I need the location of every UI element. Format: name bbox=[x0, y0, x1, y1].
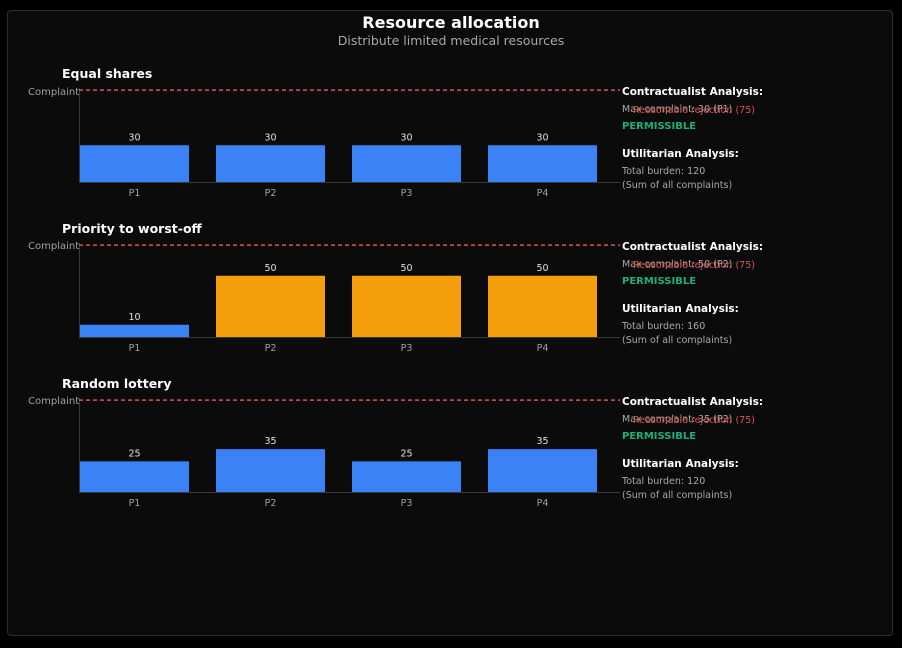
bar-value-label: 35 bbox=[536, 436, 548, 447]
bar-value-label: 30 bbox=[264, 132, 276, 143]
bar-value-label: 10 bbox=[128, 312, 140, 323]
bar-p2 bbox=[216, 145, 325, 182]
x-tick-label: P2 bbox=[265, 343, 277, 354]
bar-p2 bbox=[216, 449, 325, 492]
bar-p4 bbox=[488, 449, 597, 492]
reasonable-rejection-text: Reasonable rejection (75) bbox=[633, 105, 755, 116]
x-tick-label: P4 bbox=[537, 188, 549, 199]
x-tick-label: P4 bbox=[537, 498, 549, 509]
utilitarian-heading: Utilitarian Analysis: bbox=[622, 303, 739, 315]
bar-value-label: 25 bbox=[128, 448, 140, 459]
sum-note-text: (Sum of all complaints) bbox=[622, 335, 733, 346]
reasonable-rejection-text: Reasonable rejection (75) bbox=[633, 415, 755, 426]
sum-note-text: (Sum of all complaints) bbox=[622, 490, 733, 501]
section-title-random-lottery: Random lottery bbox=[62, 376, 172, 391]
total-burden-text: Total burden: 160 bbox=[622, 321, 706, 332]
verdict-badge: PERMISSIBLE bbox=[622, 121, 697, 132]
bar-value-label: 30 bbox=[128, 132, 140, 143]
bar-p4 bbox=[488, 145, 597, 182]
max-complaint-text: Max complaint: 30 (P1) bbox=[622, 104, 733, 115]
bar-p3 bbox=[352, 275, 461, 337]
sum-note-text: (Sum of all complaints) bbox=[622, 180, 733, 191]
bar-value-label: 25 bbox=[400, 448, 412, 459]
x-tick-label: P1 bbox=[129, 343, 141, 354]
x-tick-label: P3 bbox=[401, 498, 413, 509]
verdict-badge: PERMISSIBLE bbox=[622, 276, 697, 287]
bar-value-label: 30 bbox=[536, 132, 548, 143]
section-title-priority-worst-off: Priority to worst-off bbox=[62, 221, 202, 236]
max-complaint-text: Max complaint: 50 (P2) bbox=[622, 259, 733, 270]
bar-p1 bbox=[80, 461, 189, 492]
page-subtitle: Distribute limited medical resources bbox=[337, 33, 565, 48]
bar-p3 bbox=[352, 145, 461, 182]
bar-p4 bbox=[488, 275, 597, 337]
y-axis-label: Complaint bbox=[28, 241, 80, 252]
x-tick-label: P3 bbox=[401, 343, 413, 354]
total-burden-text: Total burden: 120 bbox=[622, 166, 706, 177]
contractualist-heading: Contractualist Analysis: bbox=[622, 241, 764, 253]
x-tick-label: P2 bbox=[265, 498, 277, 509]
contractualist-heading: Contractualist Analysis: bbox=[622, 86, 764, 98]
x-tick-label: P2 bbox=[265, 188, 277, 199]
bar-p2 bbox=[216, 275, 325, 337]
utilitarian-heading: Utilitarian Analysis: bbox=[622, 148, 739, 160]
bar-p1 bbox=[80, 324, 189, 337]
section-title-equal-shares: Equal shares bbox=[62, 66, 153, 81]
bar-value-label: 30 bbox=[400, 132, 412, 143]
y-axis-label: Complaint bbox=[28, 396, 80, 407]
bar-value-label: 50 bbox=[536, 263, 548, 274]
x-tick-label: P1 bbox=[129, 188, 141, 199]
max-complaint-text: Max complaint: 35 (P2) bbox=[622, 414, 733, 425]
x-tick-label: P3 bbox=[401, 188, 413, 199]
page-title: Resource allocation bbox=[362, 13, 540, 32]
bar-value-label: 50 bbox=[264, 263, 276, 274]
bar-p3 bbox=[352, 461, 461, 492]
bar-p1 bbox=[80, 145, 189, 182]
total-burden-text: Total burden: 120 bbox=[622, 476, 706, 487]
x-tick-label: P4 bbox=[537, 343, 549, 354]
bar-value-label: 35 bbox=[264, 436, 276, 447]
reasonable-rejection-text: Reasonable rejection (75) bbox=[633, 260, 755, 271]
y-axis-label: Complaint bbox=[28, 87, 80, 98]
verdict-badge: PERMISSIBLE bbox=[622, 431, 697, 442]
contractualist-heading: Contractualist Analysis: bbox=[622, 396, 764, 408]
bar-value-label: 50 bbox=[400, 263, 412, 274]
utilitarian-heading: Utilitarian Analysis: bbox=[622, 458, 739, 470]
x-tick-label: P1 bbox=[129, 498, 141, 509]
